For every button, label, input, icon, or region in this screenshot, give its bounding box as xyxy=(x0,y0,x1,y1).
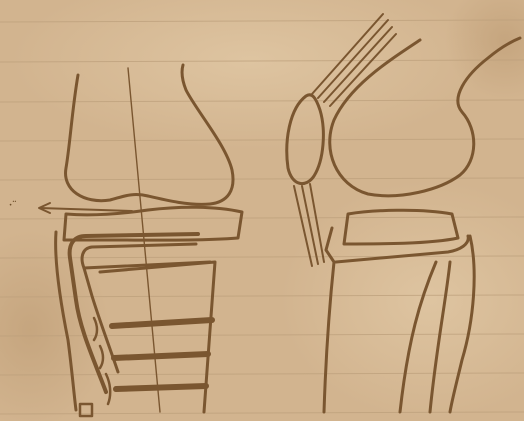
saw-slot-2 xyxy=(114,354,208,358)
saw-slot-3 xyxy=(116,386,206,389)
reference-mark-label: ·¨ xyxy=(9,201,17,211)
